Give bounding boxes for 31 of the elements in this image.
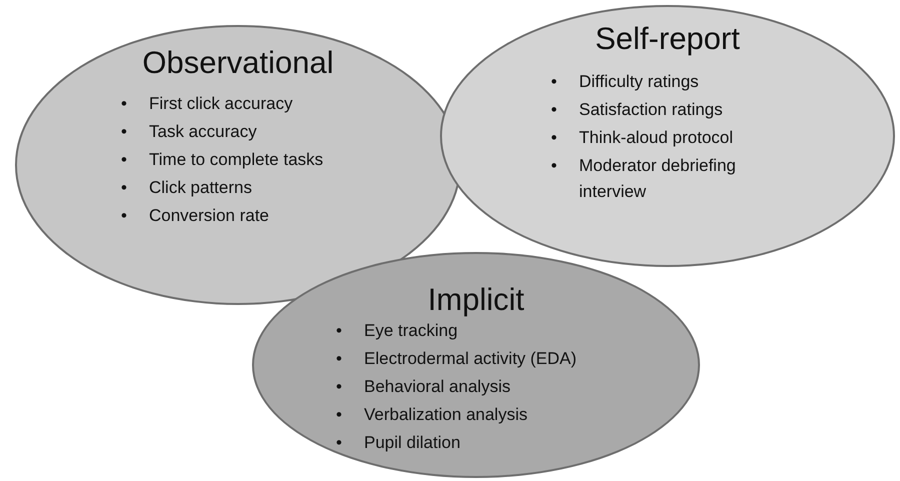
group-heading: Self-report [594, 21, 741, 57]
bullet-text: Time to complete tasks [149, 149, 324, 171]
bullet-marker: • [335, 320, 343, 342]
bullet-text: Behavioral analysis [364, 376, 510, 398]
bullet-marker: • [335, 348, 343, 370]
group-heading: Observational [141, 45, 335, 81]
bullet-marker: • [120, 149, 128, 171]
bullet-text: Verbalization analysis [364, 404, 528, 426]
bullet-marker: • [120, 205, 128, 227]
bullet-marker: • [120, 93, 128, 115]
bullet-text: Task accuracy [149, 121, 257, 143]
bullet-text: Satisfaction ratings [579, 99, 723, 121]
bullet-text: Electrodermal activity (EDA) [364, 348, 577, 370]
bullet-text: Pupil dilation [364, 432, 460, 454]
bullet-text: Eye tracking [364, 320, 458, 342]
bullet-marker: • [550, 99, 558, 121]
bullet-text: Difficulty ratings [579, 71, 699, 93]
bullet-text: Think-aloud protocol [579, 127, 734, 149]
bullet-marker: • [335, 376, 343, 398]
bullet-text: First click accuracy [149, 93, 293, 115]
group-heading: Implicit [426, 282, 526, 318]
bullet-text: Click patterns [149, 177, 252, 199]
bullet-text: Moderator debriefing interview [579, 155, 737, 203]
bullet-marker: • [335, 404, 343, 426]
bullet-marker: • [120, 177, 128, 199]
bullet-marker: • [550, 155, 558, 177]
bullet-marker: • [550, 127, 558, 149]
bullet-marker: • [550, 71, 558, 93]
bullet-marker: • [335, 432, 343, 454]
bullet-marker: • [120, 121, 128, 143]
bullet-text: Conversion rate [149, 205, 270, 227]
